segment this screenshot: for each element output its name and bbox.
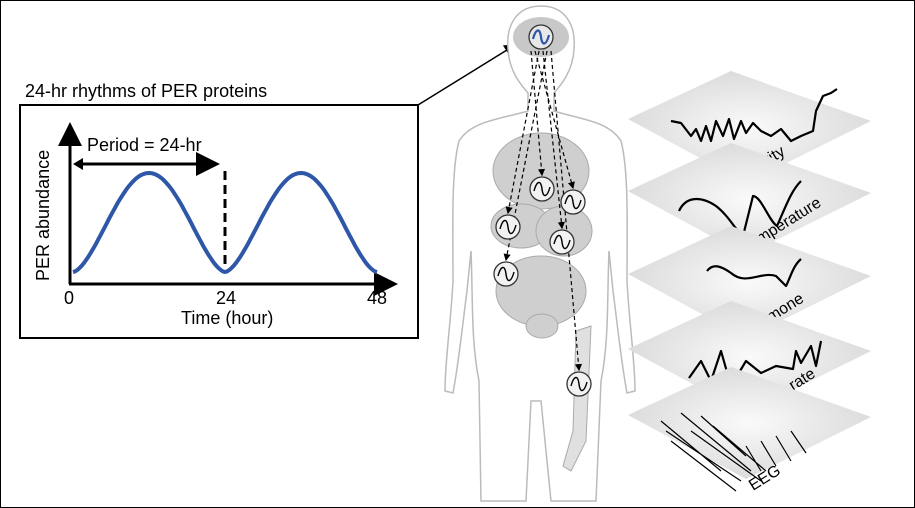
x-tick-0: 0 — [64, 288, 74, 308]
clock-signal-arrow — [534, 50, 575, 190]
inset-box — [19, 104, 419, 339]
period-label: Period = 24-hr — [87, 135, 202, 155]
clock-icon — [566, 371, 592, 397]
period-arrow-left-head — [73, 158, 83, 170]
clock-icon — [495, 214, 521, 240]
layer-trace — [678, 180, 802, 238]
clock-signal-arrow — [542, 50, 565, 230]
layer-trace — [670, 88, 838, 143]
x-axis-label: Time (hour) — [181, 308, 273, 328]
layer-plane — [628, 301, 871, 413]
per-abundance-curve — [72, 170, 378, 275]
layer-trace — [660, 412, 807, 492]
clock-icon — [549, 229, 575, 255]
x-tick-24: 24 — [216, 288, 236, 308]
layer-plane — [628, 226, 871, 338]
clock-signal-arrow — [550, 50, 583, 372]
inset-title: 24-hr rhythms of PER proteins — [25, 81, 267, 101]
human-body-silhouette — [444, 5, 636, 502]
layer-eeg: EEG — [628, 367, 871, 494]
clock-icon — [560, 189, 586, 215]
clock-icon — [528, 24, 554, 50]
layer-trace — [706, 258, 802, 288]
layer-plane — [628, 367, 871, 479]
layer-plane — [628, 143, 871, 255]
peripheral-clocks — [493, 24, 592, 397]
clock-icon — [493, 261, 519, 287]
clock-icon — [529, 176, 555, 202]
x-tick-48: 48 — [367, 288, 387, 308]
y-axis-label: PER abundance — [33, 150, 53, 281]
inset-pointer-arrow — [417, 44, 517, 106]
physiological-rhythm-layers: ActivityTemperatureHormoneHeart rateEEG — [628, 71, 871, 494]
